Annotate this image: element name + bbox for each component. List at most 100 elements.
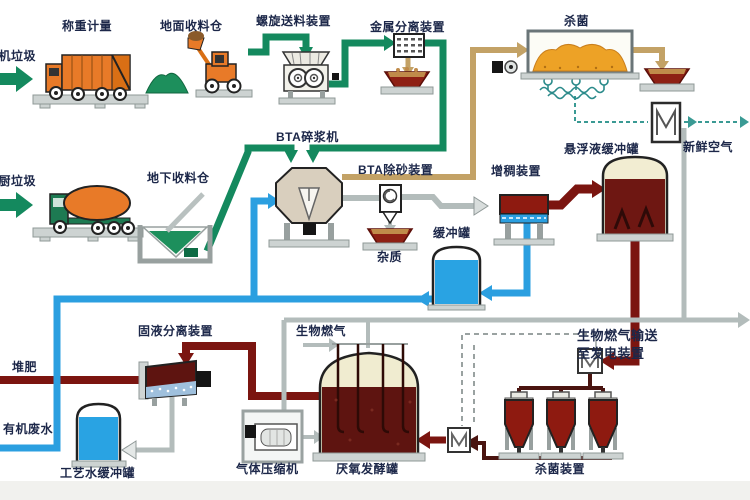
drain-arrow-icon — [121, 440, 137, 460]
label-biogas-transport-2: 至发电装置 — [577, 346, 645, 361]
metal-reject-boat — [380, 67, 434, 95]
heat-exchanger-top — [577, 348, 603, 374]
digester-feed-arrow-icon — [416, 431, 430, 449]
thickener-out-line — [548, 184, 592, 210]
label-sanitation: 杀菌 — [564, 14, 590, 28]
sterilizer-hopper-1 — [498, 391, 540, 460]
digester-tank — [312, 344, 426, 462]
waste-pile — [145, 72, 189, 94]
water-arrow1-icon — [416, 291, 429, 307]
label-organic-wastewater: 有机废水 — [3, 422, 54, 436]
label-sterilizer: 杀菌装置 — [535, 462, 586, 476]
label-thickener: 增稠装置 — [491, 164, 542, 178]
buffer-tank-vessel — [427, 245, 486, 311]
biofilter-box — [650, 101, 682, 144]
buffer-in-arrow-icon — [479, 285, 492, 301]
pit-outlet — [184, 248, 198, 257]
label-digester: 厌氧发酵罐 — [336, 462, 399, 476]
air-arrow2-icon — [740, 116, 749, 128]
sanitation-out-arrow-icon — [655, 61, 669, 71]
label-suspension-tank: 悬浮液缓冲罐 — [564, 142, 640, 156]
pulper-in-arrow2-icon — [284, 150, 298, 163]
exchanger-coil2-icon — [451, 430, 467, 447]
solid-liquid-separator-unit — [138, 359, 211, 406]
wheel-loader — [187, 31, 253, 98]
label-process-water-tank: 工艺水缓冲罐 — [60, 466, 136, 480]
biogas-export-arrow-icon — [738, 312, 750, 328]
digestate-line — [182, 342, 320, 400]
exchanger-coil-icon — [581, 350, 599, 368]
gray-pipes — [121, 128, 750, 460]
label-underground-storage: 地下收料仓 — [147, 171, 210, 185]
sterilizer-hopper-3 — [582, 391, 624, 460]
label-fresh-air: 新鲜空气 — [683, 140, 734, 154]
gas-compressor-unit — [241, 409, 304, 464]
desander-out-pipe — [400, 194, 474, 209]
heat-exchanger-bottom — [447, 427, 471, 453]
label-metal-separator: 金属分离装置 — [370, 20, 446, 34]
label-bta-pulper: BTA碎浆机 — [276, 130, 339, 144]
green-pipes — [0, 33, 447, 253]
mixer-icon — [613, 206, 631, 230]
sanitation-reject-boat — [639, 68, 695, 92]
weighbridge-2 — [32, 227, 144, 242]
separator-drain-pipe — [136, 397, 175, 453]
sanitation-box — [520, 29, 640, 80]
bta-desander-unit — [379, 184, 402, 225]
bta-pulper-tank — [268, 167, 350, 248]
blue-pipes — [0, 193, 531, 452]
tanker-truck — [49, 185, 135, 235]
sterilizer-hopper-2 — [540, 391, 582, 460]
dashed-gray-lines — [461, 333, 597, 426]
bottom-margin-band — [0, 481, 750, 500]
heavy-fraction-line — [342, 47, 517, 180]
suspension-arrow-icon — [600, 352, 614, 370]
screw-feeder-machine — [278, 51, 339, 105]
kitchen-waste-arrow-icon — [0, 192, 33, 218]
label-biogas-transport-1: 生物燃气输送 — [577, 328, 659, 343]
sanitation-pump-icon — [492, 60, 518, 74]
label-solid-liquid-separator: 固液分离装置 — [138, 324, 214, 338]
process-water-line — [0, 295, 433, 452]
dashed-teal-lines — [574, 96, 749, 128]
separator-motor — [196, 371, 211, 387]
cyclone-icon — [384, 190, 395, 202]
weighbridge-1 — [32, 94, 149, 109]
metal-in-arrow-icon — [384, 35, 396, 51]
label-bta-desander: BTA除砂装置 — [358, 163, 434, 177]
label-biogas: 生物燃气 — [296, 324, 347, 338]
label-gas-compressor: 气体压缩机 — [236, 462, 299, 476]
maroon-pipes — [0, 180, 640, 449]
process-water-tank-vessel — [71, 402, 127, 468]
pulper-water-arrow-icon — [268, 193, 280, 209]
sanitation-in-arrow-icon — [517, 42, 529, 58]
label-impurities: 杂质 — [377, 250, 403, 264]
sanitation-agitators — [539, 76, 609, 100]
filter-m-icon — [656, 107, 676, 135]
label-ground-storage: 地面收料仓 — [160, 19, 223, 33]
label-organic-waste: 有机垃圾 — [0, 49, 37, 63]
pit-chute — [165, 192, 205, 233]
suspension-buffer-tank — [596, 155, 674, 242]
thickener-water-drop — [490, 223, 531, 297]
label-screw-feeder: 螺旋送料装置 — [256, 14, 332, 28]
garbage-truck — [45, 54, 131, 101]
thickener-out-arrow-icon — [592, 180, 606, 198]
pulper-water-branch — [250, 197, 268, 299]
loader-bucket-load — [188, 31, 204, 41]
pulper-in-arrow1-icon — [306, 150, 320, 163]
label-kitchen-waste: 餐厨垃圾 — [0, 174, 37, 188]
thickener-in-arrow-icon — [473, 196, 489, 216]
label-weighing: 称重计量 — [62, 19, 113, 33]
impurities-boat — [362, 228, 418, 251]
mixer2-icon — [637, 204, 655, 228]
label-compost: 堆肥 — [12, 360, 38, 374]
underground-pit — [137, 192, 213, 264]
label-buffer-tank: 缓冲罐 — [433, 226, 471, 240]
suspension-down-line — [612, 241, 640, 366]
organic-waste-arrow-icon — [0, 66, 33, 92]
metal-separator-box — [393, 33, 425, 58]
air-arrow-icon — [688, 116, 697, 128]
